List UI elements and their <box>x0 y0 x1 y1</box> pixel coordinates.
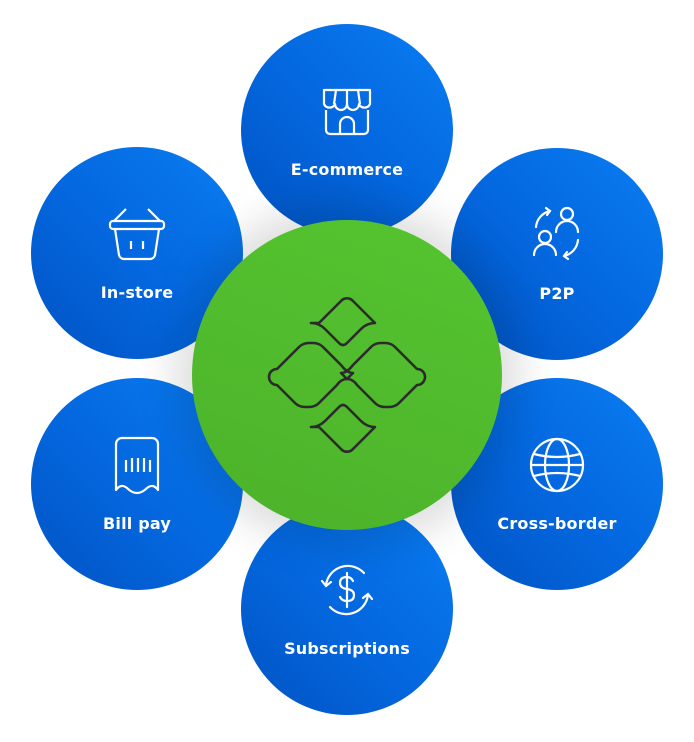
node-e-commerce: E-commerce <box>241 24 453 236</box>
node-label: P2P <box>539 283 575 303</box>
node-subscriptions: Subscriptions <box>241 503 453 715</box>
node-label: Bill pay <box>102 513 171 533</box>
pix-logo-icon <box>267 297 427 453</box>
globe-icon <box>529 437 585 492</box>
shopping-basket-icon <box>108 207 166 260</box>
node-label: E-commerce <box>290 159 404 179</box>
node-in-store: In-store <box>31 147 243 359</box>
node-label: Cross-border <box>497 513 617 533</box>
storefront-icon <box>322 88 372 135</box>
node-label: In-store <box>100 282 174 302</box>
center-hub <box>192 220 502 530</box>
people-exchange-icon <box>532 206 580 260</box>
receipt-barcode-icon <box>114 436 160 494</box>
node-cross-border: Cross-border <box>451 378 663 590</box>
node-label: Subscriptions <box>284 638 410 658</box>
dollar-cycle-icon <box>320 564 374 615</box>
